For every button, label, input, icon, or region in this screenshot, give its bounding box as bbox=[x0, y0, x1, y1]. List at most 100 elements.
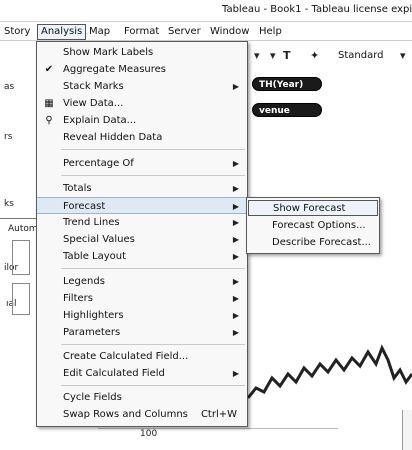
menu-item-label: Legends bbox=[63, 276, 105, 287]
submenu-item-label: Describe Forecast... bbox=[272, 237, 371, 248]
menu-item-label: Forecast bbox=[63, 201, 106, 212]
menu-item-show-mark-labels[interactable]: Show Mark Labels bbox=[37, 44, 247, 61]
dropdown-arrow-icon[interactable]: ▾ bbox=[400, 49, 406, 62]
left-panel-text: ıal bbox=[6, 299, 17, 309]
menu-item-totals[interactable]: Totals ▶ bbox=[37, 180, 247, 197]
menu-item-label: Edit Calculated Field bbox=[63, 368, 165, 379]
rows-pill[interactable]: venue bbox=[252, 103, 322, 117]
menu-item-view-data[interactable]: ▦ View Data... bbox=[37, 95, 247, 112]
menu-window[interactable]: Window bbox=[210, 26, 250, 37]
menu-item-special-values[interactable]: Special Values ▶ bbox=[37, 231, 247, 248]
submenu-arrow-icon: ▶ bbox=[232, 218, 239, 227]
menu-separator bbox=[61, 344, 245, 345]
menu-item-label: Totals bbox=[63, 183, 92, 194]
submenu-arrow-icon: ▶ bbox=[232, 294, 239, 303]
menu-item-trend-lines[interactable]: Trend Lines ▶ bbox=[37, 214, 247, 231]
menu-item-label: Stack Marks bbox=[63, 81, 124, 92]
dropdown-arrow-icon[interactable]: ▾ bbox=[270, 49, 276, 62]
menu-item-label: Table Layout bbox=[63, 251, 127, 262]
grid-icon: ▦ bbox=[44, 98, 54, 109]
scrollbar[interactable] bbox=[402, 410, 412, 450]
panel-box bbox=[12, 240, 30, 275]
left-panel-text: ks bbox=[4, 199, 14, 209]
submenu-arrow-icon: ▶ bbox=[232, 184, 239, 193]
menu-item-percentage-of[interactable]: Percentage Of ▶ bbox=[37, 155, 247, 172]
submenu-item-label: Forecast Options... bbox=[272, 220, 366, 231]
submenu-item-forecast-options[interactable]: Forecast Options... bbox=[248, 218, 378, 234]
menu-separator bbox=[61, 385, 245, 386]
menu-item-label: Special Values bbox=[63, 234, 135, 245]
menu-item-cycle-fields[interactable]: Cycle Fields bbox=[37, 389, 247, 406]
menu-server[interactable]: Server bbox=[168, 26, 201, 37]
submenu-arrow-icon: ▶ bbox=[232, 328, 239, 337]
menu-analysis[interactable]: Analysis bbox=[37, 24, 87, 40]
menu-item-legends[interactable]: Legends ▶ bbox=[37, 273, 247, 290]
forecast-submenu: Show Forecast Forecast Options... Descri… bbox=[246, 197, 380, 254]
menu-item-label: Aggregate Measures bbox=[63, 64, 167, 75]
submenu-item-show-forecast[interactable]: Show Forecast bbox=[248, 200, 378, 216]
fit-select[interactable]: Standard bbox=[338, 50, 384, 61]
left-panel-text: as bbox=[4, 82, 15, 92]
menu-help[interactable]: Help bbox=[259, 26, 282, 37]
menu-item-label: Reveal Hidden Data bbox=[63, 132, 163, 143]
axis-tick-label: 100 bbox=[140, 429, 158, 439]
toolbar-right: ▾ ▾ T ✦ Standard ▾ bbox=[250, 45, 412, 67]
menu-item-label: Parameters bbox=[63, 327, 121, 338]
submenu-arrow-icon: ▶ bbox=[232, 369, 239, 378]
lightbulb-icon: ⚲ bbox=[45, 115, 53, 126]
panel-divider bbox=[0, 218, 36, 219]
menu-item-explain-data[interactable]: ⚲ Explain Data... bbox=[37, 112, 247, 129]
menu-separator bbox=[61, 175, 245, 176]
menu-separator bbox=[61, 149, 245, 150]
shortcut-label: Ctrl+W bbox=[200, 409, 237, 420]
menu-item-label: Highlighters bbox=[63, 310, 124, 321]
check-icon: ✔ bbox=[44, 64, 54, 75]
menu-item-forecast[interactable]: Forecast▶ bbox=[37, 197, 247, 214]
submenu-arrow-icon: ▶ bbox=[232, 82, 239, 91]
menu-item-label: View Data... bbox=[63, 98, 124, 109]
submenu-arrow-icon: ▶ bbox=[232, 252, 239, 261]
menu-item-aggregate-measures[interactable]: ✔ Aggregate Measures bbox=[37, 61, 247, 78]
menu-item-create-calculated-field[interactable]: Create Calculated Field... bbox=[37, 348, 247, 365]
menu-item-highlighters[interactable]: Highlighters ▶ bbox=[37, 307, 247, 324]
menu-item-edit-calculated-field[interactable]: Edit Calculated Field ▶ bbox=[37, 365, 247, 382]
columns-pill[interactable]: TH(Year) bbox=[252, 77, 322, 91]
menu-item-reveal-hidden-data[interactable]: Reveal Hidden Data bbox=[37, 129, 247, 146]
panel-box bbox=[12, 283, 30, 315]
left-panel-text: rs bbox=[4, 132, 13, 142]
submenu-arrow-icon: ▶ bbox=[232, 235, 239, 244]
menu-item-filters[interactable]: Filters ▶ bbox=[37, 290, 247, 307]
text-format-icon[interactable]: T bbox=[283, 49, 291, 62]
menu-map[interactable]: Map bbox=[89, 26, 111, 37]
menu-story[interactable]: Story bbox=[4, 26, 31, 37]
left-panel-text: ilor bbox=[4, 263, 19, 273]
menu-item-label: Explain Data... bbox=[63, 115, 137, 126]
axis-line bbox=[98, 428, 338, 429]
forecast-line-chart bbox=[248, 344, 412, 399]
submenu-arrow-icon: ▶ bbox=[232, 159, 239, 168]
menu-format[interactable]: Format bbox=[124, 26, 160, 37]
pin-icon[interactable]: ✦ bbox=[310, 49, 320, 62]
title-bar: Tableau - Book1 - Tableau license expi bbox=[0, 0, 412, 22]
dropdown-arrow-icon[interactable]: ▾ bbox=[254, 49, 260, 62]
left-panel-text: Autom bbox=[8, 224, 38, 234]
menu-item-label: Trend Lines bbox=[63, 217, 120, 228]
menu-item-stack-marks[interactable]: Stack Marks ▶ bbox=[37, 78, 247, 95]
menu-separator bbox=[61, 268, 245, 269]
submenu-arrow-icon: ▶ bbox=[232, 277, 239, 286]
menu-item-table-layout[interactable]: Table Layout ▶ bbox=[37, 248, 247, 265]
menu-item-label: Filters bbox=[63, 293, 93, 304]
trend-line bbox=[248, 344, 412, 399]
menu-item-label: Create Calculated Field... bbox=[63, 351, 189, 362]
analysis-menu: Show Mark Labels ✔ Aggregate Measures Sta… bbox=[36, 41, 248, 427]
menu-item-parameters[interactable]: Parameters ▶ bbox=[37, 324, 247, 341]
menu-item-label: Percentage Of bbox=[63, 158, 134, 169]
menu-item-label: Cycle Fields bbox=[63, 392, 122, 403]
menu-bar: Story Analysis Map Format Server Window … bbox=[0, 22, 412, 41]
submenu-item-describe-forecast[interactable]: Describe Forecast... bbox=[248, 235, 378, 251]
menu-item-label: Show Mark Labels bbox=[63, 47, 154, 58]
submenu-item-label: Show Forecast bbox=[273, 203, 346, 214]
submenu-arrow-icon: ▶ bbox=[232, 311, 239, 320]
window-title: Tableau - Book1 - Tableau license expi bbox=[222, 4, 412, 15]
